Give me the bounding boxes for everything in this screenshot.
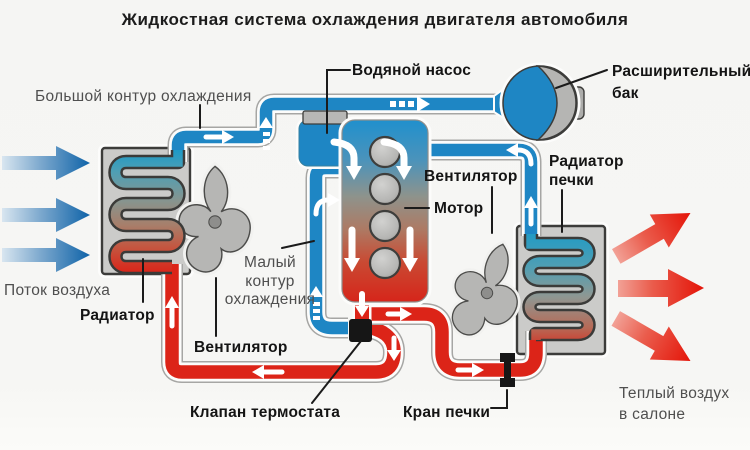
radiator-coil [116,150,179,267]
pointer-thermostat [311,340,362,404]
label-big-circuit: Большой контур охлаждения [35,88,252,105]
flow-arrows [165,96,538,379]
label-thermostat-valve: Клапан термостата [190,404,340,421]
label-small-circuit: охлаждения [225,291,316,308]
water-pump-icon [296,110,354,169]
label-water-pump: Водяной насос [352,62,471,79]
heater-valve-icon [500,353,515,387]
label-fan-right: Вентилятор [424,168,518,185]
label-heater-valve: Кран печки [403,404,490,421]
pointer-lines [142,69,608,409]
diagram-title: Жидкостная система охлаждения двигателя … [121,10,629,29]
label-fan-left: Вентилятор [194,339,288,356]
label-heater-radiator: печки [549,172,594,189]
label-warm-air: Теплый воздух [619,385,729,402]
label-small-circuit: Малый [244,254,296,271]
label-radiator: Радиатор [80,307,155,324]
label-heater-radiator: Радиатор [549,153,624,170]
label-expansion-tank: Расширительный [612,63,750,80]
label-warm-air: в салоне [619,406,685,423]
airflow-arrows-icon [2,146,90,272]
engine-block [338,116,432,306]
pointer-heater-valve [490,389,508,409]
label-air-flow: Поток воздуха [4,282,110,299]
label-motor: Мотор [434,200,483,217]
cylinder-icon [368,209,402,243]
labels: Жидкостная система охлаждения двигателя … [4,10,750,423]
pointer-expansion-tank [555,69,608,89]
pointer-small-circuit [281,240,315,249]
label-expansion-tank: бак [612,85,639,102]
cylinder-icon [368,172,402,206]
cylinder-icon [368,246,402,280]
thermostat-valve-icon [349,319,372,342]
label-small-circuit: контур [245,273,294,290]
pointer-water-pump [326,69,351,134]
